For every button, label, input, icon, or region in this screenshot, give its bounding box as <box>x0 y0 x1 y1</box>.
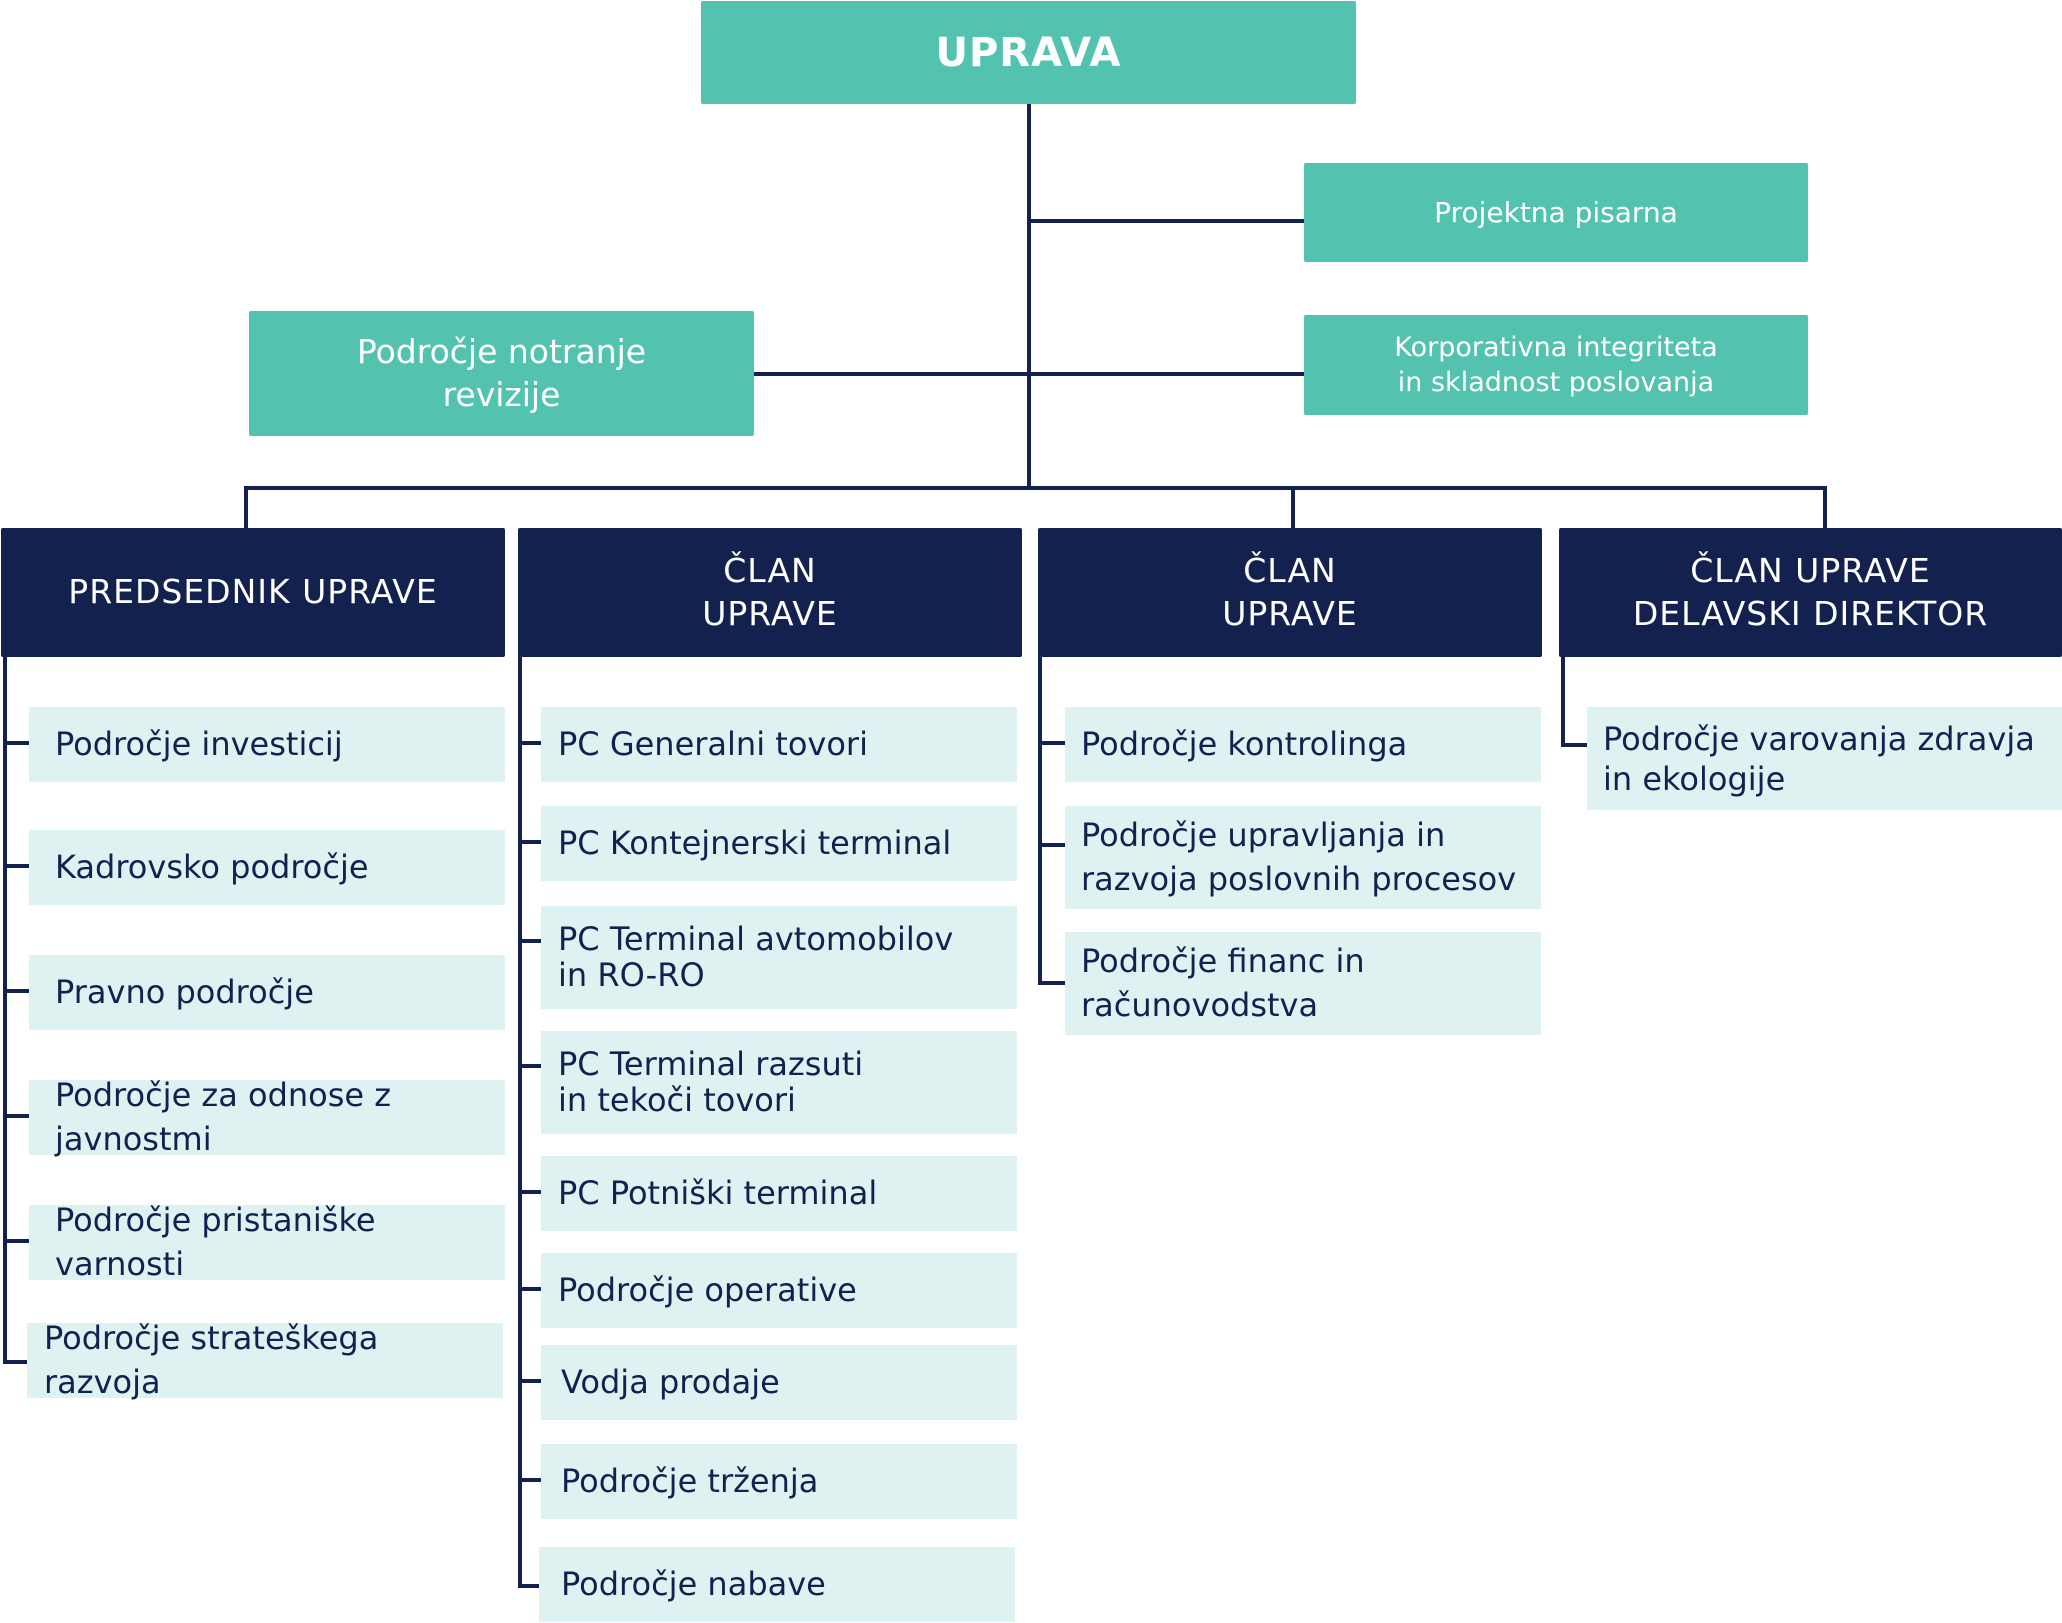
notranja-revizija-label: Področje notranje revizije <box>356 331 647 414</box>
projektna-pisarna-box: Projektna pisarna <box>1304 163 1808 262</box>
list-item: Kadrovsko področje <box>29 830 505 905</box>
notranja-revizija-box: Področje notranje revizije <box>249 311 754 436</box>
uprava-label: UPRAVA <box>935 29 1122 76</box>
header-label: ČLAN UPRAVE <box>1222 551 1358 633</box>
header-clan-uprave-1: ČLAN UPRAVE <box>518 528 1022 657</box>
list-item: PC Terminal razsuti in tekoči tovori <box>541 1031 1017 1134</box>
list-item: Področje trženja <box>541 1444 1017 1519</box>
korporativna-integriteta-label: Korporativna integriteta in skladnost po… <box>1394 331 1718 398</box>
korporativna-integriteta-box: Korporativna integriteta in skladnost po… <box>1304 315 1808 415</box>
list-item: PC Generalni tovori <box>541 707 1017 782</box>
list-item: Področje pristaniške varnosti <box>29 1201 505 1283</box>
header-clan-uprave-2: ČLAN UPRAVE <box>1038 528 1542 657</box>
list-item: PC Terminal avtomobilov in RO-RO <box>541 906 1017 1009</box>
list-item: PC Kontejnerski terminal <box>541 806 1017 881</box>
header-label: ČLAN UPRAVE <box>702 551 838 633</box>
header-label: ČLAN UPRAVE DELAVSKI DIREKTOR <box>1632 551 1989 633</box>
list-item: Področje financ in računovodstva <box>1065 932 1541 1035</box>
list-item: Področje strateškega razvoja <box>27 1319 503 1401</box>
list-item: PC Potniški terminal <box>541 1156 1017 1231</box>
list-item: Področje kontrolinga <box>1065 707 1541 782</box>
header-label: PREDSEDNIK UPRAVE <box>68 572 438 612</box>
list-item: Področje operative <box>541 1253 1017 1328</box>
header-predsednik-uprave: PREDSEDNIK UPRAVE <box>1 528 505 657</box>
list-item: Vodja prodaje <box>541 1345 1017 1420</box>
list-item: Področje investicij <box>29 707 505 782</box>
list-item: Področje varovanja zdravja in ekologije <box>1587 707 2062 810</box>
header-clan-uprave-delavski-direktor: ČLAN UPRAVE DELAVSKI DIREKTOR <box>1559 528 2062 657</box>
list-item: Področje upravljanja in razvoja poslovni… <box>1065 806 1541 909</box>
projektna-pisarna-label: Projektna pisarna <box>1434 196 1678 229</box>
list-item: Področje nabave <box>539 1547 1015 1622</box>
list-item: Področje za odnose z javnostmi <box>29 1076 505 1158</box>
uprava-box: UPRAVA <box>701 1 1356 104</box>
list-item: Pravno področje <box>29 955 505 1030</box>
